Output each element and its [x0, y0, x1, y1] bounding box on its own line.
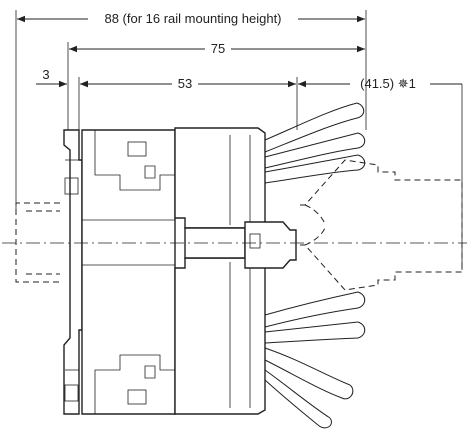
connector-outline-dashed — [300, 159, 463, 291]
dimension-3: 3 — [36, 67, 108, 88]
dimension-75-label: 75 — [211, 41, 225, 56]
dimension-88-label: 88 (for 16 rail mounting height) — [104, 11, 281, 26]
dimension-88: 88 (for 16 rail mounting height) — [17, 11, 365, 26]
cables-lower — [264, 291, 366, 429]
dimension-41-5-label: (41.5) ✵1 — [360, 76, 416, 91]
dimension-53: 53 — [80, 76, 296, 91]
dimension-41-5: (41.5) ✵1 — [298, 76, 463, 270]
base-clip — [63, 129, 83, 415]
dimension-53-label: 53 — [178, 76, 192, 91]
extension-lines — [15, 10, 367, 214]
connector-body — [174, 127, 266, 415]
cables-upper — [264, 102, 366, 184]
socket-housing — [81, 129, 176, 415]
dimension-75: 75 — [69, 41, 365, 56]
din-rail-outline — [15, 202, 60, 283]
front-plug — [244, 221, 297, 269]
dimension-3-label: 3 — [42, 67, 49, 82]
